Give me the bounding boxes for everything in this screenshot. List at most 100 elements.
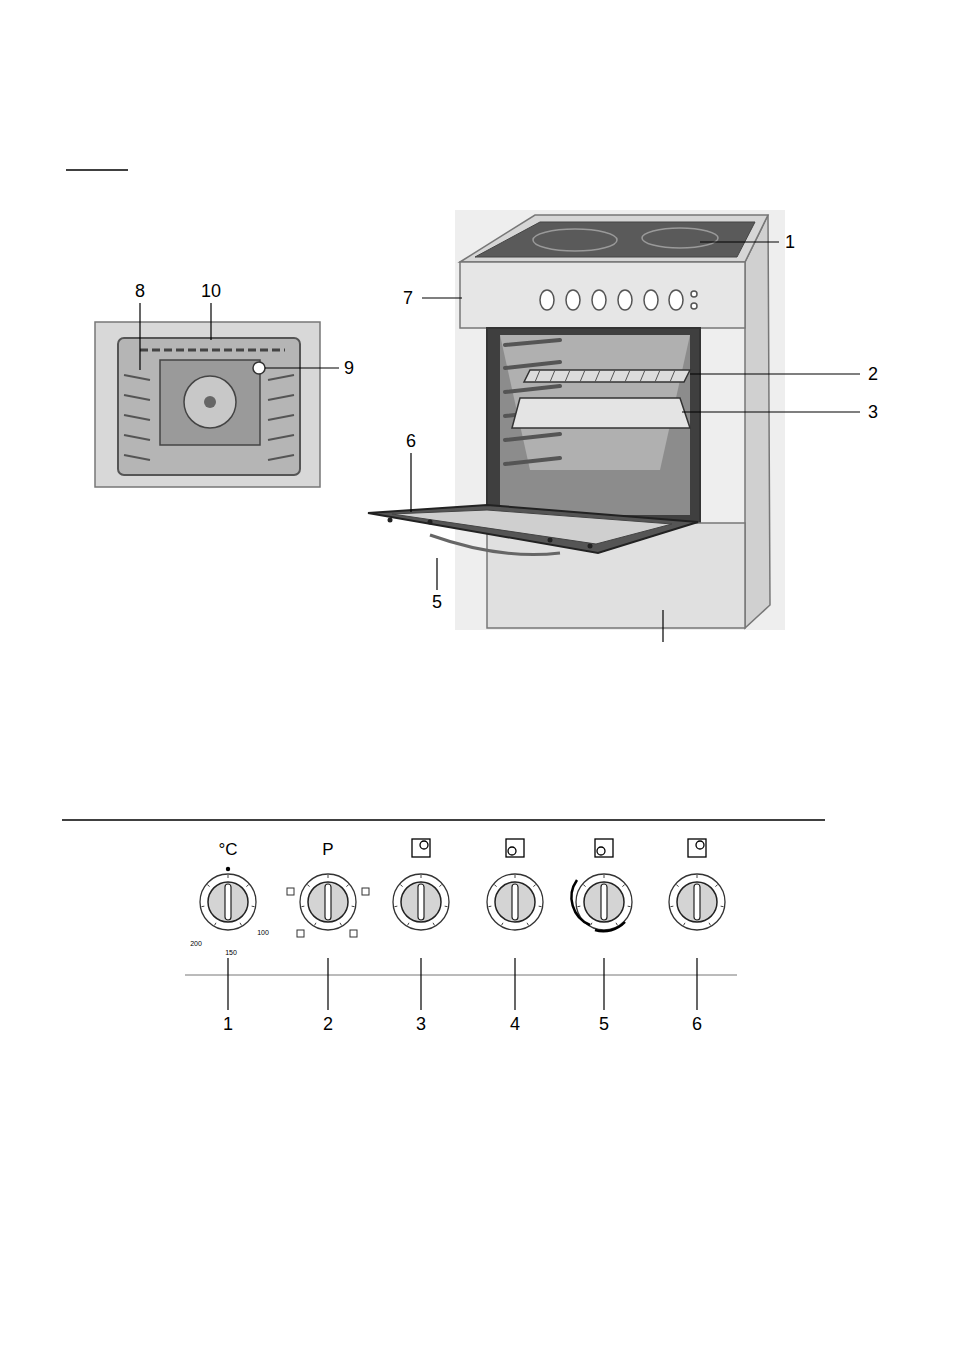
illustration-part bbox=[422, 297, 462, 298]
illustration-part bbox=[745, 215, 770, 628]
illustration-part bbox=[628, 906, 631, 908]
callout-number: 7 bbox=[403, 289, 413, 307]
illustration-part bbox=[225, 884, 231, 920]
callout-number: 6 bbox=[406, 432, 416, 450]
illustration-part bbox=[328, 875, 329, 878]
illustration-part bbox=[184, 376, 236, 428]
illustration-part bbox=[662, 610, 663, 642]
oven-interior-inset bbox=[95, 322, 320, 487]
illustration-part bbox=[140, 349, 285, 352]
illustration-part bbox=[228, 958, 697, 1010]
callout-number: 1 bbox=[785, 233, 795, 251]
illustration-part bbox=[124, 375, 150, 380]
illustration-part bbox=[287, 888, 294, 895]
illustration-part bbox=[439, 885, 441, 887]
illustration-part bbox=[430, 535, 560, 555]
illustration-part bbox=[696, 958, 697, 1010]
illustration-part bbox=[566, 290, 580, 310]
illustration-part bbox=[185, 975, 737, 976]
illustration-part bbox=[215, 923, 217, 926]
illustration-part bbox=[502, 923, 504, 926]
illustration-part bbox=[622, 885, 624, 887]
illustration-part bbox=[412, 839, 430, 857]
control-knob bbox=[300, 874, 356, 930]
illustration-part bbox=[540, 290, 697, 310]
illustration-part bbox=[616, 923, 618, 926]
illustration-part bbox=[408, 923, 410, 926]
illustration-part bbox=[393, 874, 449, 930]
illustration-part bbox=[694, 884, 700, 920]
illustration-part bbox=[548, 538, 553, 543]
illustration-part bbox=[670, 370, 675, 382]
illustration-part bbox=[642, 228, 718, 248]
illustration-part bbox=[572, 880, 590, 925]
illustration-part bbox=[508, 847, 516, 855]
illustration-part bbox=[265, 367, 339, 368]
illustration-part bbox=[682, 411, 860, 412]
illustration-part bbox=[655, 370, 660, 382]
callout-number: 8 bbox=[135, 282, 145, 300]
cooker-illustration bbox=[368, 210, 785, 630]
illustration-part bbox=[200, 874, 256, 930]
illustration-part bbox=[691, 303, 697, 309]
knob-symbol: P bbox=[322, 841, 333, 858]
illustration-part bbox=[394, 906, 397, 908]
illustration-part bbox=[684, 923, 686, 926]
illustration-part bbox=[421, 875, 422, 878]
illustration-part bbox=[445, 906, 448, 908]
illustration-part bbox=[300, 874, 356, 930]
illustration-part bbox=[700, 241, 779, 242]
illustration-part bbox=[691, 291, 697, 297]
illustration-part bbox=[595, 922, 625, 931]
callout-number: 2 bbox=[868, 365, 878, 383]
illustration-part bbox=[514, 958, 515, 1010]
illustration-part bbox=[287, 888, 369, 937]
illustration-part bbox=[515, 875, 516, 878]
illustration-part bbox=[268, 375, 294, 380]
illustration-part bbox=[535, 370, 540, 382]
illustration-part bbox=[124, 375, 294, 460]
illustration-part bbox=[597, 847, 605, 855]
illustration-part bbox=[124, 395, 150, 400]
illustration-part bbox=[670, 906, 673, 908]
scale-mark: 200 bbox=[190, 940, 202, 947]
illustration-part bbox=[690, 373, 860, 374]
illustration-part bbox=[401, 882, 441, 922]
illustration-part bbox=[362, 888, 369, 895]
illustration-part bbox=[527, 923, 529, 926]
knob-number: 1 bbox=[223, 1015, 233, 1033]
illustration-part bbox=[640, 370, 645, 382]
illustration-part bbox=[307, 885, 309, 887]
knob-number: 5 bbox=[599, 1015, 609, 1033]
knob-number: 2 bbox=[323, 1015, 333, 1033]
illustration-part bbox=[500, 335, 690, 515]
illustration-part bbox=[428, 520, 433, 525]
callout-number: 5 bbox=[432, 593, 442, 611]
illustration-part bbox=[455, 210, 785, 630]
control-knob bbox=[669, 874, 725, 930]
illustration-part bbox=[494, 885, 496, 887]
illustration-part bbox=[533, 229, 617, 251]
illustration-part bbox=[721, 906, 724, 908]
illustration-part bbox=[139, 303, 140, 370]
illustration-part bbox=[388, 518, 593, 549]
illustration-part bbox=[118, 338, 300, 475]
illustration-part bbox=[207, 885, 209, 887]
illustration-part bbox=[584, 882, 624, 922]
illustration-part bbox=[160, 360, 260, 445]
illustration-part bbox=[352, 906, 355, 908]
illustration-part bbox=[505, 386, 560, 392]
illustration-part bbox=[540, 290, 554, 310]
illustration-part bbox=[246, 885, 248, 887]
control-knob bbox=[200, 874, 256, 930]
illustration-part bbox=[268, 435, 294, 440]
illustration-part bbox=[709, 923, 711, 926]
illustration-part bbox=[227, 958, 228, 1010]
illustration-part bbox=[535, 370, 675, 382]
illustration-part bbox=[580, 370, 585, 382]
illustration-part bbox=[226, 867, 230, 871]
illustration-part bbox=[595, 839, 613, 857]
illustration-part bbox=[601, 884, 607, 920]
illustration-part bbox=[297, 930, 304, 937]
